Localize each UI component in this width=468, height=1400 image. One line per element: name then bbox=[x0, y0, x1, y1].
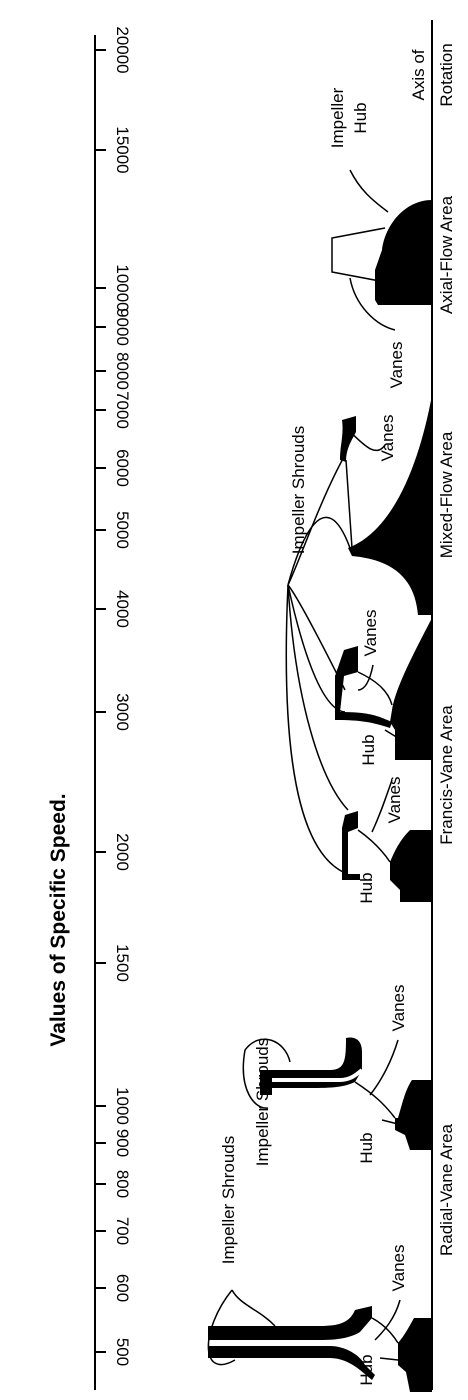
francis-upper-hub-label: Hub bbox=[359, 734, 378, 765]
radial-lower-vane-outline bbox=[371, 1317, 399, 1344]
francis-upper-hub-leader bbox=[384, 729, 399, 739]
tick-label-3000: 3000 bbox=[113, 693, 132, 731]
impeller-shrouds-label-upper: Impeller Shrouds bbox=[289, 426, 308, 555]
tick-label-500: 500 bbox=[113, 1338, 132, 1366]
francis-upper-vane-outline bbox=[357, 671, 393, 706]
impeller-hub-label-line2: Hub bbox=[351, 102, 370, 133]
mixed-vane-outline bbox=[345, 459, 353, 549]
tick-label-1000: 1000 bbox=[113, 1087, 132, 1125]
impeller-shrouds-label-lower: Impeller Shrouds bbox=[219, 1136, 238, 1265]
diagram-title: Values of Specific Speed. bbox=[47, 793, 70, 1046]
radial-upper-shrouds-leader-b bbox=[242, 1049, 269, 1109]
radial-lower-shroud-shape bbox=[208, 1306, 372, 1340]
tick-label-6000: 6000 bbox=[113, 449, 132, 487]
radial-lower-hub-label: Hub bbox=[357, 1354, 376, 1385]
francis-middle-vanes-label: Vanes bbox=[385, 777, 404, 824]
radial-upper-passage bbox=[272, 1068, 364, 1082]
mixed-flow-impeller: Vanes bbox=[340, 395, 432, 615]
tick-label-800: 800 bbox=[113, 1170, 132, 1198]
axis-of-rotation-label-line1: Axis of bbox=[409, 49, 428, 100]
radial-impeller-lower: Vanes Hub Impeller Shrouds bbox=[207, 1136, 432, 1392]
tick-label-2000: 2000 bbox=[113, 833, 132, 871]
francis-upper-hub-shape bbox=[390, 618, 432, 760]
francis-lower-hub-label: Hub bbox=[357, 872, 376, 903]
tick-label-9000: 9000 bbox=[113, 308, 132, 346]
mixed-vanes-label: Vanes bbox=[378, 415, 397, 462]
radial-upper-hub-label: Hub bbox=[357, 1132, 376, 1163]
radial-lower-vanes-label: Vanes bbox=[389, 1245, 408, 1292]
axial-vane-outline bbox=[331, 227, 386, 283]
radial-upper-hub-leader bbox=[381, 1119, 399, 1125]
axial-vanes-label: Vanes bbox=[387, 342, 406, 389]
mixed-vanes-leader bbox=[349, 431, 386, 452]
francis-impeller-lower: Hub bbox=[342, 779, 432, 904]
radial-lower-hub-shape bbox=[398, 1318, 432, 1392]
radial-lower-hub-leader bbox=[379, 1357, 399, 1361]
mixed-hub-shape bbox=[348, 395, 432, 615]
mixed-flow-area-label: Mixed-Flow Area bbox=[437, 431, 456, 558]
francis-upper-vanes-leader bbox=[357, 664, 374, 691]
francis-vane-area-label: Francis-Vane Area bbox=[437, 705, 456, 845]
tick-label-7000: 7000 bbox=[113, 391, 132, 429]
tick-label-5000: 5000 bbox=[113, 511, 132, 549]
radial-impeller-upper: Vanes Hub Impeller Shrouds bbox=[242, 985, 432, 1167]
tick-label-10000: 10000 bbox=[113, 264, 132, 311]
radial-lower-shroud-back bbox=[208, 1346, 375, 1380]
axial-flow-impeller: Impeller Hub Vanes bbox=[328, 87, 432, 388]
tick-label-1500: 1500 bbox=[113, 944, 132, 982]
francis-lower-vanes-leader bbox=[371, 779, 393, 833]
axial-vanes-leader bbox=[349, 277, 396, 331]
tick-label-20000: 20000 bbox=[113, 26, 132, 73]
tick-label-8000: 8000 bbox=[113, 352, 132, 390]
impeller-shrouds-leaders-upper bbox=[285, 454, 351, 873]
mixed-shroud-shape bbox=[340, 416, 356, 462]
axial-hub-shape bbox=[375, 200, 432, 305]
francis-lower-shroud-shape bbox=[342, 811, 360, 880]
francis-lower-vane-outline bbox=[357, 829, 391, 863]
impeller-hub-label-line1: Impeller bbox=[328, 87, 347, 148]
impeller-hub-leader bbox=[349, 169, 389, 213]
radial-upper-shrouds-leader-a bbox=[244, 1038, 291, 1063]
radial-lower-shrouds-leader-a bbox=[231, 1289, 276, 1327]
radial-upper-shroud-shape bbox=[260, 1037, 362, 1095]
radial-upper-vanes-leader bbox=[369, 1039, 399, 1096]
radial-upper-vanes-label: Vanes bbox=[389, 985, 408, 1032]
tick-label-900: 900 bbox=[113, 1129, 132, 1157]
scale-ticks: 20000 15000 10000 9000 8000 7000 6000 50… bbox=[95, 26, 132, 1366]
tick-label-4000: 4000 bbox=[113, 590, 132, 628]
radial-upper-hub-shape bbox=[395, 1080, 432, 1150]
francis-upper-shroud-shape bbox=[335, 646, 392, 728]
radial-vane-area-label: Radial-Vane Area bbox=[437, 1123, 456, 1256]
radial-upper-vane-outline bbox=[354, 1081, 396, 1119]
axial-flow-area-label: Axial-Flow Area bbox=[437, 195, 456, 314]
tick-label-600: 600 bbox=[113, 1274, 132, 1302]
impeller-shrouds-label-middle: Impeller Shrouds bbox=[253, 1038, 272, 1167]
tick-label-15000: 15000 bbox=[113, 126, 132, 173]
francis-impeller-upper: Vanes Hub Vanes bbox=[335, 610, 432, 824]
axis-of-rotation-label-line2: Rotation bbox=[437, 43, 456, 106]
tick-label-700: 700 bbox=[113, 1217, 132, 1245]
francis-lower-hub-shape bbox=[390, 830, 432, 902]
francis-upper-vanes-label: Vanes bbox=[361, 610, 380, 657]
radial-lower-shrouds-leader-b bbox=[207, 1289, 236, 1366]
radial-lower-vanes-leader bbox=[374, 1299, 401, 1341]
